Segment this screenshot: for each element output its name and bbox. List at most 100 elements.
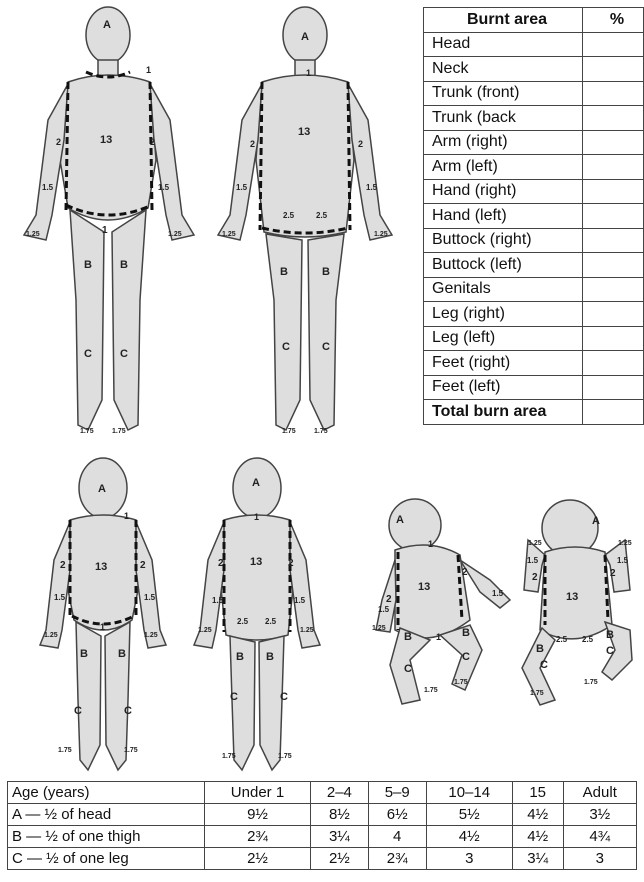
percent-cell[interactable] <box>583 106 644 131</box>
percent-cell[interactable] <box>583 130 644 155</box>
label-c: C <box>230 691 238 703</box>
table-cell: 9½ <box>205 804 311 826</box>
label-1: 1 <box>124 511 129 521</box>
table-row: Feet (right) <box>424 351 644 376</box>
row-label: C — ½ of one leg <box>8 848 205 870</box>
table-cell: 8½ <box>310 804 368 826</box>
percent-header: % <box>583 8 644 33</box>
percent-cell[interactable] <box>583 375 644 400</box>
table-cell: 3¼ <box>512 848 563 870</box>
table-cell: 6½ <box>368 804 426 826</box>
table-row: C — ½ of one leg 2½ 2½ 2¾ 3 3¼ 3 <box>8 848 637 870</box>
area-cell: Buttock (right) <box>424 228 583 253</box>
label-2: 2 <box>532 572 538 583</box>
percent-cell[interactable] <box>583 228 644 253</box>
row-label: A — ½ of head <box>8 804 205 826</box>
label-1: 1 <box>306 68 311 78</box>
label-c: C <box>74 705 82 717</box>
area-cell: Leg (left) <box>424 326 583 351</box>
label-a: A <box>396 514 404 526</box>
table-row: Genitals <box>424 277 644 302</box>
label-a: A <box>98 483 106 495</box>
column-header: 10–14 <box>426 782 512 804</box>
label-b: B <box>280 266 288 278</box>
label-1-5: 1.5 <box>492 589 504 598</box>
percent-cell[interactable] <box>583 57 644 82</box>
label-1: 1 <box>146 65 151 75</box>
table-row: Leg (left) <box>424 326 644 351</box>
label-b: B <box>606 629 614 641</box>
table-row: Feet (left) <box>424 375 644 400</box>
area-cell: Feet (right) <box>424 351 583 376</box>
label-1-75: 1.75 <box>58 747 72 754</box>
table-cell: 4 <box>368 826 426 848</box>
label-2: 2 <box>150 137 155 147</box>
label-1-5: 1.5 <box>212 596 224 605</box>
label-1-25: 1.25 <box>168 231 182 238</box>
percent-cell[interactable] <box>583 179 644 204</box>
table-cell: 3¼ <box>310 826 368 848</box>
table-row: A — ½ of head 9½ 8½ 6½ 5½ 4½ 3½ <box>8 804 637 826</box>
label-1-75: 1.75 <box>454 679 468 686</box>
table-row: Buttock (left) <box>424 253 644 278</box>
table-row: Arm (right) <box>424 130 644 155</box>
label-b: B <box>536 643 544 655</box>
area-cell: Hand (right) <box>424 179 583 204</box>
label-1: 1 <box>102 225 108 236</box>
table-row: Hand (left) <box>424 204 644 229</box>
label-2: 2 <box>610 568 616 579</box>
percent-cell[interactable] <box>583 155 644 180</box>
percent-cell[interactable] <box>583 253 644 278</box>
label-1-75: 1.75 <box>424 687 438 694</box>
label-2-5: 2.5 <box>556 635 568 644</box>
label-2: 2 <box>358 139 363 149</box>
label-13: 13 <box>566 591 578 603</box>
burnt-area-table: Burnt area % Head Neck Trunk (front) Tru… <box>423 7 644 425</box>
percent-cell[interactable] <box>583 204 644 229</box>
label-1-75: 1.75 <box>282 428 296 435</box>
percent-cell[interactable] <box>583 81 644 106</box>
area-cell: Buttock (left) <box>424 253 583 278</box>
label-c: C <box>606 645 614 657</box>
label-1-25: 1.25 <box>374 231 388 238</box>
table-cell: 4½ <box>512 826 563 848</box>
label-2: 2 <box>386 594 392 605</box>
area-cell: Hand (left) <box>424 204 583 229</box>
percent-cell[interactable] <box>583 32 644 57</box>
label-1-25: 1.25 <box>198 627 212 634</box>
label-c: C <box>282 341 290 353</box>
label-c: C <box>540 659 548 671</box>
label-b: B <box>266 651 274 663</box>
label-1-25: 1.25 <box>26 231 40 238</box>
burnt-area-header: Burnt area <box>424 8 583 33</box>
table-cell: 4¾ <box>563 826 636 848</box>
area-cell: Arm (left) <box>424 155 583 180</box>
percent-cell[interactable] <box>583 302 644 327</box>
label-1-25: 1.25 <box>222 231 236 238</box>
total-percent-cell[interactable] <box>583 400 644 425</box>
table-cell: 2¾ <box>205 826 311 848</box>
label-2-5: 2.5 <box>265 617 277 626</box>
table-row: Trunk (back <box>424 106 644 131</box>
label-1-75: 1.75 <box>584 679 598 686</box>
table-row: Leg (right) <box>424 302 644 327</box>
label-b: B <box>462 627 470 639</box>
label-1-5: 1.5 <box>236 183 248 192</box>
column-header: Under 1 <box>205 782 311 804</box>
label-2: 2 <box>60 560 66 571</box>
label-1-75: 1.75 <box>222 753 236 760</box>
table-header-row: Burnt area % <box>424 8 644 33</box>
label-a: A <box>592 515 600 527</box>
column-header: 15 <box>512 782 563 804</box>
table-header-row: Age (years) Under 1 2–4 5–9 10–14 15 Adu… <box>8 782 637 804</box>
percent-cell[interactable] <box>583 351 644 376</box>
label-c: C <box>124 705 132 717</box>
percent-cell[interactable] <box>583 326 644 351</box>
age-proportion-table: Age (years) Under 1 2–4 5–9 10–14 15 Adu… <box>7 781 637 870</box>
table-row: Arm (left) <box>424 155 644 180</box>
label-1-75: 1.75 <box>124 747 138 754</box>
area-cell: Feet (left) <box>424 375 583 400</box>
label-13: 13 <box>418 581 430 593</box>
label-1-75: 1.75 <box>530 690 544 697</box>
percent-cell[interactable] <box>583 277 644 302</box>
